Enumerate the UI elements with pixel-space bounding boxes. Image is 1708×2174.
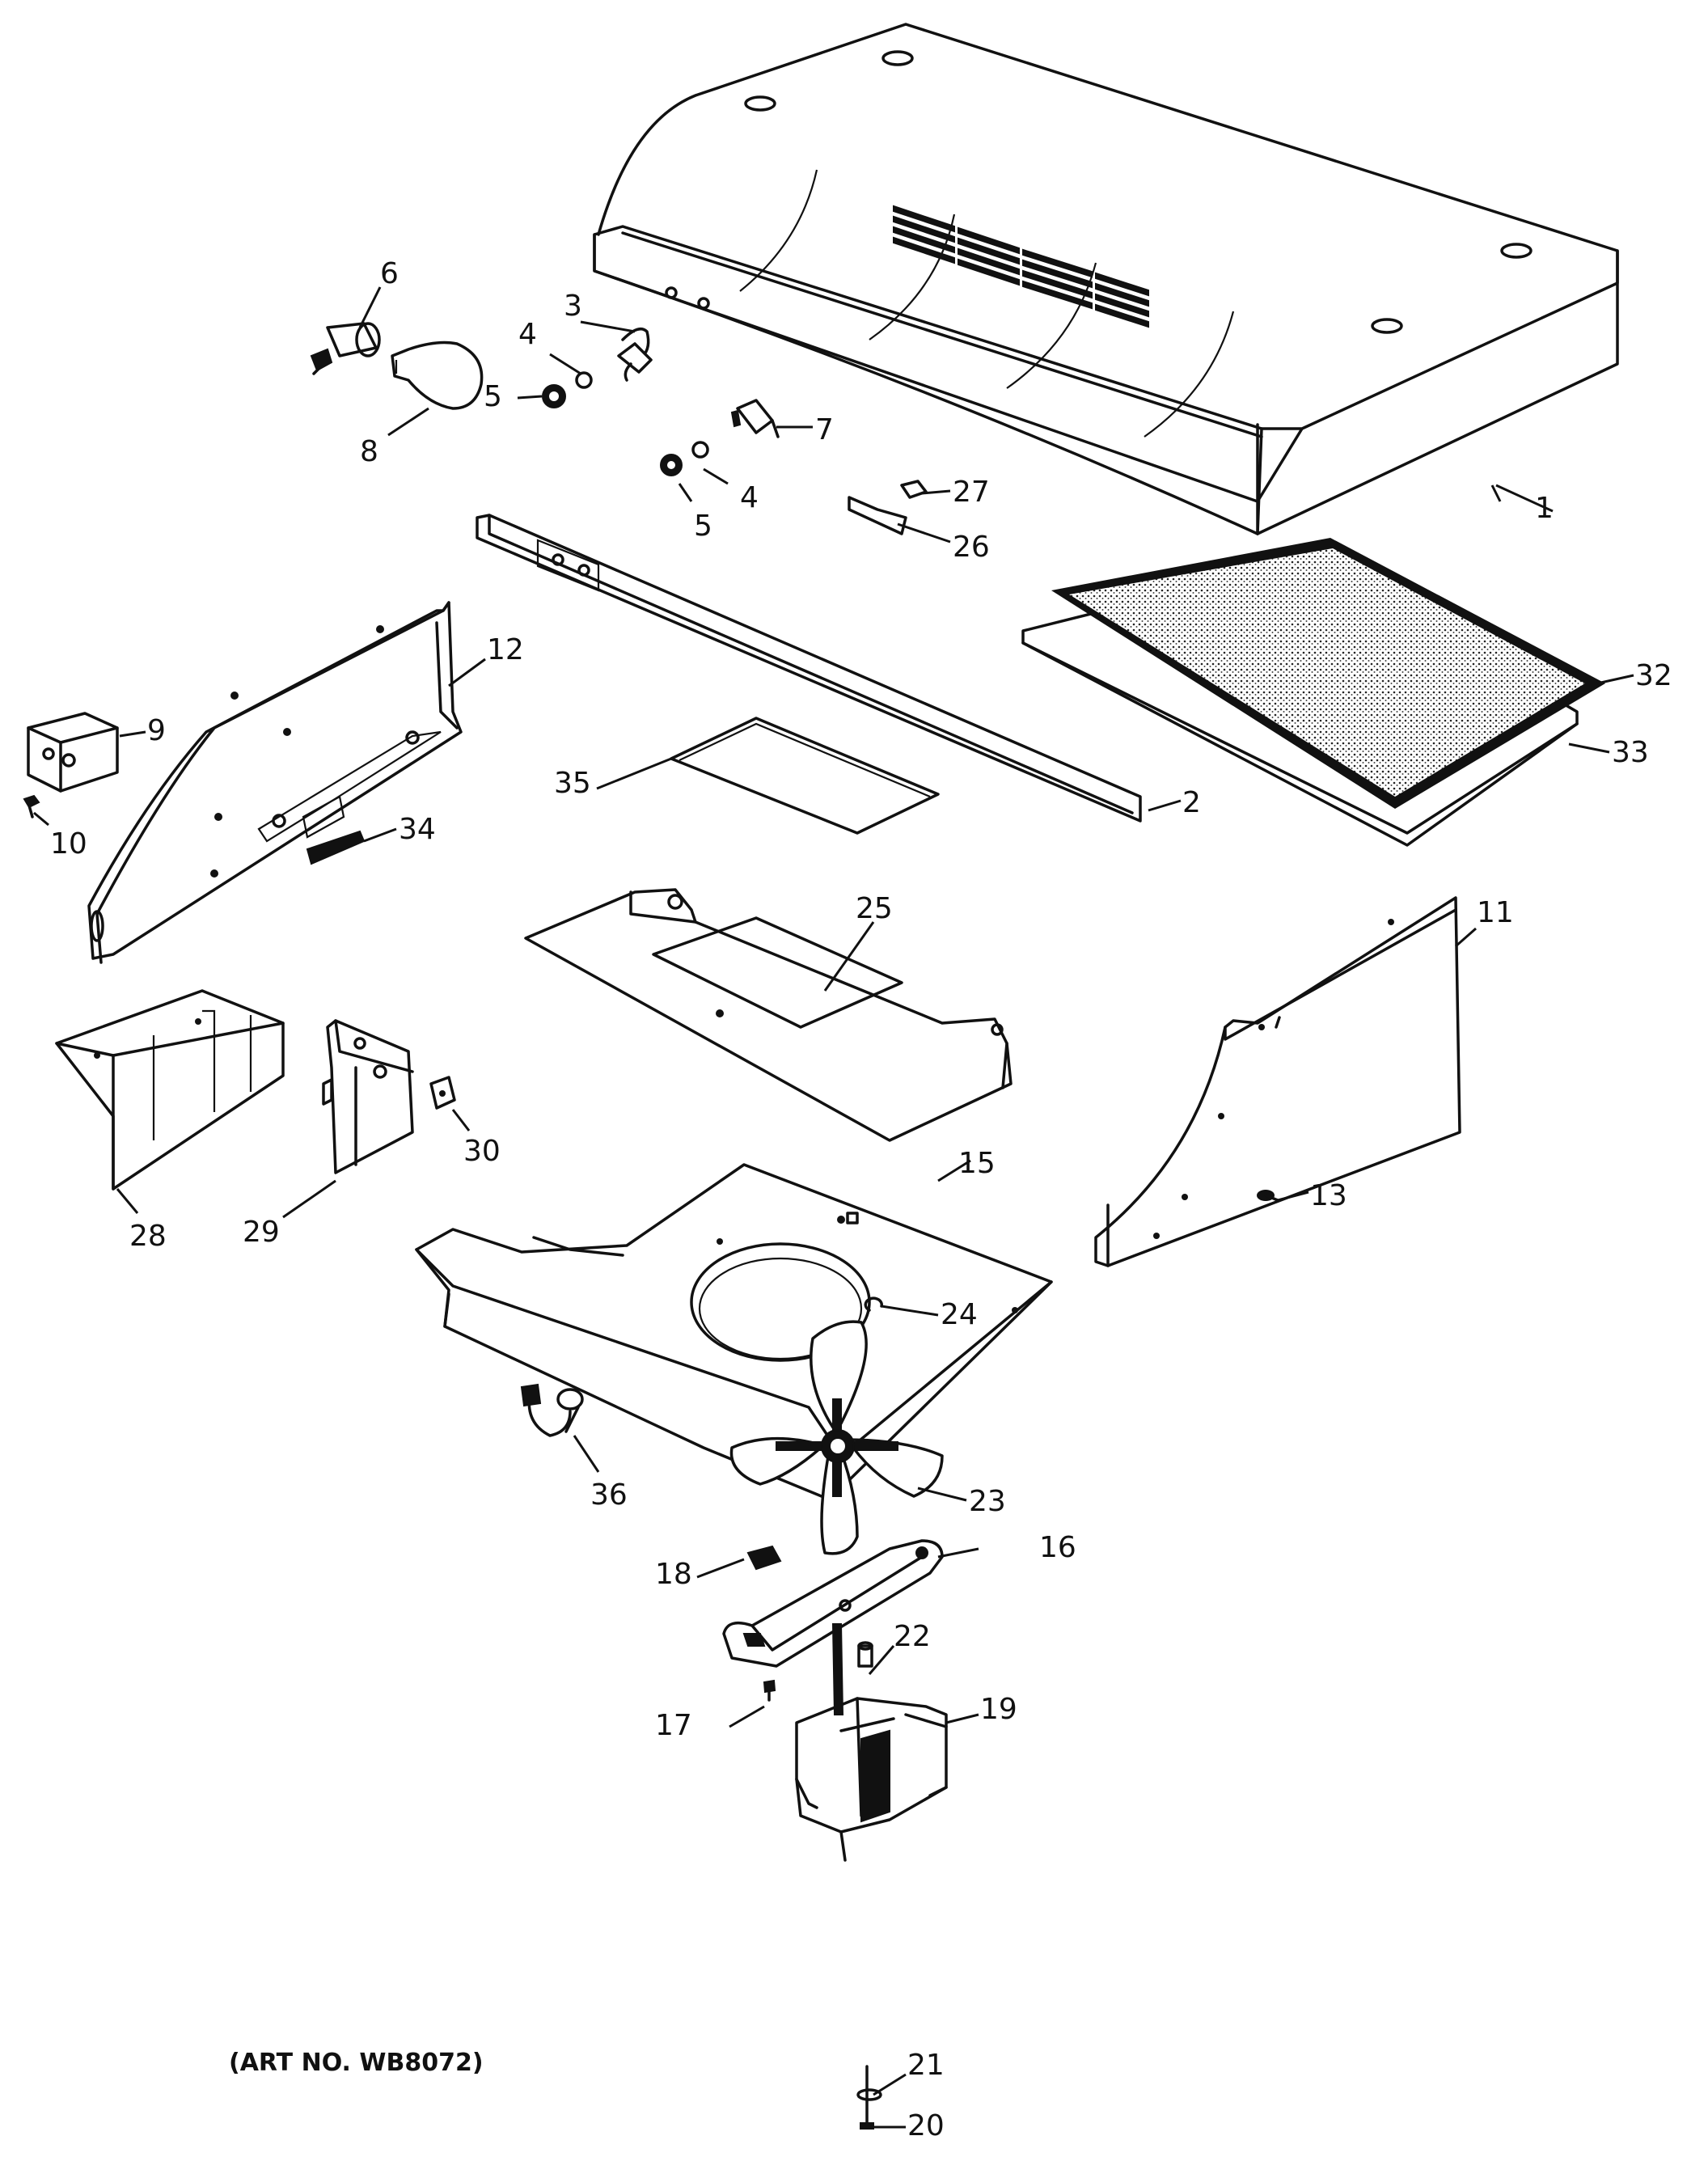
fan-motor <box>795 1623 948 1862</box>
leader-lines <box>33 286 1634 2129</box>
callout-18: 18 <box>655 1558 692 1591</box>
callout-4: 4 <box>740 481 759 514</box>
washer-icon <box>856 2088 882 2101</box>
callout-21: 21 <box>907 2049 945 2082</box>
callout-23: 23 <box>969 1485 1006 1518</box>
callout-35: 35 <box>554 767 591 800</box>
callout-27: 27 <box>953 476 990 509</box>
callout-16: 16 <box>1039 1531 1076 1564</box>
right-side-panel <box>1094 896 1461 1267</box>
mounting-slot-icon <box>744 50 1533 334</box>
motor-mount-bracket <box>722 1539 944 1668</box>
callout-30: 30 <box>463 1135 501 1168</box>
callout-11: 11 <box>1477 896 1514 929</box>
switch-bracket <box>322 1019 414 1174</box>
light-bulb <box>391 340 484 410</box>
range-hood-shell <box>593 23 1619 535</box>
callout-3: 3 <box>564 290 582 323</box>
vent-louvers <box>893 205 1149 328</box>
fan-blade <box>729 1320 944 1555</box>
callout-36: 36 <box>590 1478 628 1512</box>
spacer <box>857 1641 873 1668</box>
light-panel <box>524 888 1013 1142</box>
art-number: (ART NO. WB8072) <box>229 2049 484 2077</box>
callout-24: 24 <box>941 1298 978 1331</box>
callout-25: 25 <box>856 892 893 925</box>
callout-34: 34 <box>399 813 436 846</box>
callout-4: 4 <box>518 318 537 351</box>
screw-icon <box>1257 1190 1279 1202</box>
light-switch <box>730 399 780 438</box>
fan-switch <box>617 327 653 382</box>
lock-washer-icon <box>575 371 709 459</box>
callout-28: 28 <box>129 1220 167 1253</box>
callout-1: 1 <box>1535 492 1554 525</box>
callout-8: 8 <box>360 435 378 468</box>
callout-labels: 1 2 3 4 4 5 5 6 7 8 9 10 11 12 13 15 16 … <box>50 257 1672 2142</box>
mounting-bracket <box>848 496 907 535</box>
retaining-ring-icon <box>864 1296 883 1312</box>
callout-20: 20 <box>907 2109 945 2142</box>
grease-filter-mesh <box>1051 538 1605 809</box>
left-side-panel <box>87 601 463 964</box>
light-lens <box>670 717 940 835</box>
mounting-clip <box>746 1545 782 1571</box>
wire-clip <box>306 830 366 865</box>
hex-nut-icon <box>542 384 683 476</box>
retaining-clip <box>429 1076 456 1110</box>
callout-26: 26 <box>953 531 990 564</box>
junction-box <box>27 712 119 793</box>
callout-33: 33 <box>1612 736 1649 769</box>
callout-15: 15 <box>958 1147 996 1180</box>
callout-7: 7 <box>815 413 834 446</box>
screw-icon <box>763 1679 776 1702</box>
callout-29: 29 <box>243 1216 280 1249</box>
bolt-icon <box>860 2065 874 2130</box>
callout-19: 19 <box>980 1693 1017 1726</box>
callout-22: 22 <box>894 1620 931 1653</box>
speed-nut <box>900 480 928 499</box>
callout-12: 12 <box>487 633 524 666</box>
wiring-harness <box>520 1383 584 1437</box>
callout-5: 5 <box>694 510 712 543</box>
callout-2: 2 <box>1182 786 1201 819</box>
duct-bracket <box>55 989 285 1191</box>
callout-32: 32 <box>1635 659 1672 692</box>
front-trim-strip <box>476 514 1142 823</box>
callout-17: 17 <box>655 1709 692 1742</box>
callout-9: 9 <box>147 714 166 747</box>
lamp-socket <box>310 322 381 375</box>
callout-10: 10 <box>50 827 87 861</box>
screw-icon <box>23 794 40 818</box>
callout-5: 5 <box>484 380 502 413</box>
callout-6: 6 <box>380 257 399 290</box>
callout-13: 13 <box>1310 1179 1347 1212</box>
